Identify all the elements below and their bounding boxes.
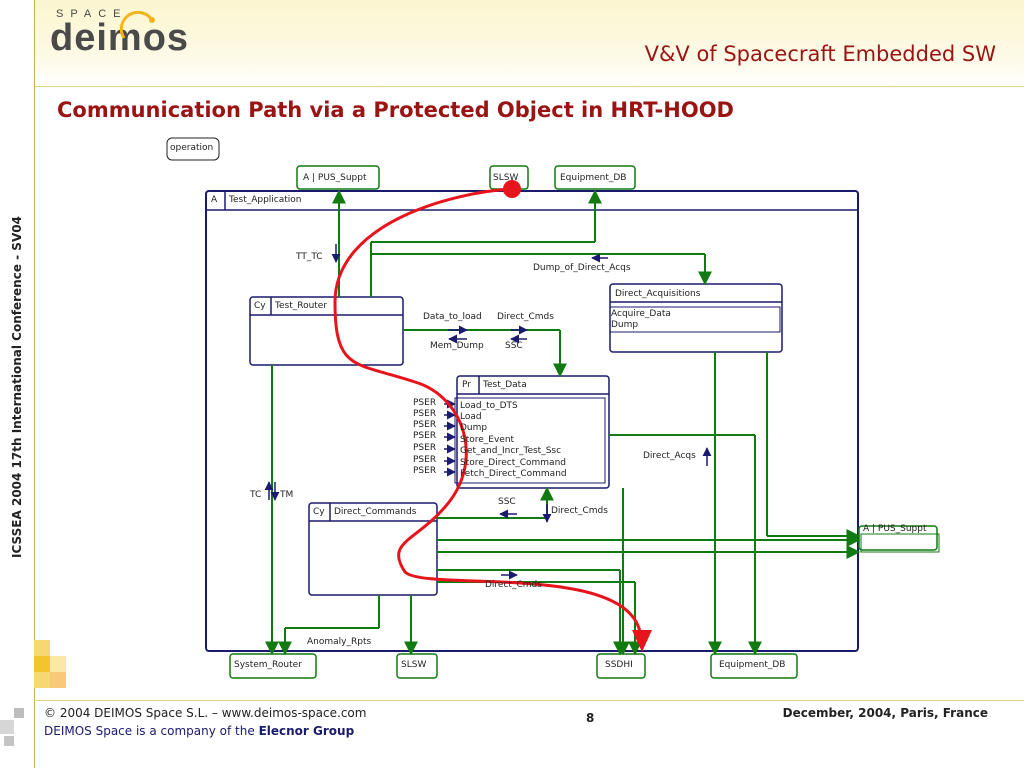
pser-label: PSER (413, 443, 437, 453)
left-sidebar (0, 0, 35, 768)
path-end-arrow (632, 630, 652, 652)
flow-ssc-2: SSC (498, 497, 516, 507)
flow-anomaly-rpts: Anomaly_Rpts (307, 637, 372, 647)
header-title: V&V of Spacecraft Embedded SW (644, 42, 996, 66)
logo-space-text: SPACE (56, 8, 128, 20)
ext-top-slsw: SLSW (493, 173, 519, 183)
header-divider (35, 86, 1024, 87)
pser-label: PSER (413, 409, 437, 419)
header-band (35, 0, 1024, 88)
test-data-op-4: Store_Event (460, 435, 515, 445)
test-router-kind: Cy (254, 301, 266, 311)
slide-title: Communication Path via a Protected Objec… (57, 98, 734, 122)
hood-diagram: operation A Test_Application A | PUS_Sup… (155, 132, 945, 688)
outer-kind: A (211, 195, 218, 205)
pser-label: PSER (413, 420, 437, 430)
direct-commands-name: Direct_Commands (334, 507, 417, 517)
test-data-op-2: Load (460, 412, 482, 422)
direct-acquisitions-op-2: Dump (611, 320, 639, 330)
path-origin-marker (503, 180, 521, 198)
flow-direct-cmds-1: Direct_Cmds (497, 312, 554, 322)
ext-right-pus-suppt: A | PUS_Suppt (863, 524, 927, 534)
ext-top-pus-suppt: A | PUS_Suppt (303, 173, 367, 183)
footer-company: DEIMOS Space is a company of the Elecnor… (44, 724, 354, 738)
footer-divider (34, 700, 1024, 701)
page-number: 8 (586, 711, 595, 725)
ext-bottom-system-router: System_Router (234, 660, 302, 670)
operation-legend: operation (170, 143, 214, 153)
direct-acquisitions-op-1: Acquire_Data (611, 309, 671, 319)
flow-data-to-load: Data_to_load (423, 312, 482, 322)
footer-date: December, 2004, Paris, France (782, 706, 988, 720)
test-data-op-1: Load_to_DTS (460, 401, 518, 411)
flow-dump-of-direct-acqs: Dump_of_Direct_Acqs (533, 263, 631, 273)
flow-direct-acqs: Direct_Acqs (643, 451, 696, 461)
flow-ssc-1: SSC (505, 341, 523, 351)
outer-name: Test_Application (229, 195, 302, 205)
test-data-name: Test_Data (483, 380, 527, 390)
pser-label: PSER (413, 398, 437, 408)
sidebar-conference-text: ICSSEA 2004 17th International Conferenc… (10, 216, 24, 558)
pser-label: PSER (413, 466, 437, 476)
decor-squares (34, 640, 84, 696)
decor-grey-squares (0, 708, 34, 748)
direct-acquisitions-name: Direct_Acquisitions (615, 289, 701, 299)
test-router-name: Test_Router (275, 301, 328, 311)
ext-top-equipment-db: Equipment_DB (560, 173, 627, 183)
ext-bottom-ssdhi: SSDHI (605, 660, 633, 670)
flow-tc: TC (250, 490, 262, 500)
test-data-op-3: Dump (460, 423, 488, 433)
pser-label: PSER (413, 431, 437, 441)
logo-swoosh-icon (119, 10, 155, 39)
test-data-op-7: Fetch_Direct_Command (460, 469, 567, 479)
test-data-op-6: Store_Direct_Command (460, 458, 566, 468)
test-data-kind: Pr (462, 380, 471, 390)
test-data-op-5: Get_and_Incr_Test_Ssc (460, 446, 562, 456)
direct-commands-kind: Cy (313, 507, 325, 517)
footer-company-name: Elecnor Group (258, 724, 355, 738)
flow-direct-cmds-3: Direct_Cmds (485, 580, 542, 590)
flow-direct-cmds-2: Direct_Cmds (551, 506, 608, 516)
diagram-lines (166, 137, 940, 679)
footer-copyright: © 2004 DEIMOS Space S.L. – www.deimos-sp… (44, 706, 367, 720)
ext-bottom-slsw: SLSW (401, 660, 427, 670)
flow-mem-dump: Mem_Dump (430, 341, 484, 351)
flow-tm: TM (280, 490, 294, 500)
deimos-logo: deimos (50, 17, 190, 59)
ext-bottom-equipment-db: Equipment_DB (719, 660, 786, 670)
flow-tt-tc: TT_TC (296, 252, 323, 262)
footer-company-prefix: DEIMOS Space is a company of the (44, 724, 259, 738)
pser-label: PSER (413, 455, 437, 465)
